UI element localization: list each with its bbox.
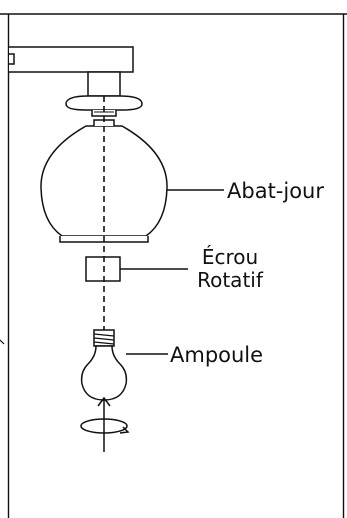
label-nut-line1: Écrou [202,245,258,269]
label-nut-line2: Rotatif [197,268,264,292]
edge-mark [0,339,5,345]
rotating-nut [85,256,121,282]
lamp-holder [65,71,143,117]
label-shade: Abat-jour [227,179,324,203]
ceiling-arm [9,46,134,73]
label-bulb: Ampoule [170,343,263,367]
page-frame [0,13,347,518]
leader-lines [120,189,224,355]
light-bulb [80,329,128,401]
rotate-arrow-icon [80,396,130,452]
